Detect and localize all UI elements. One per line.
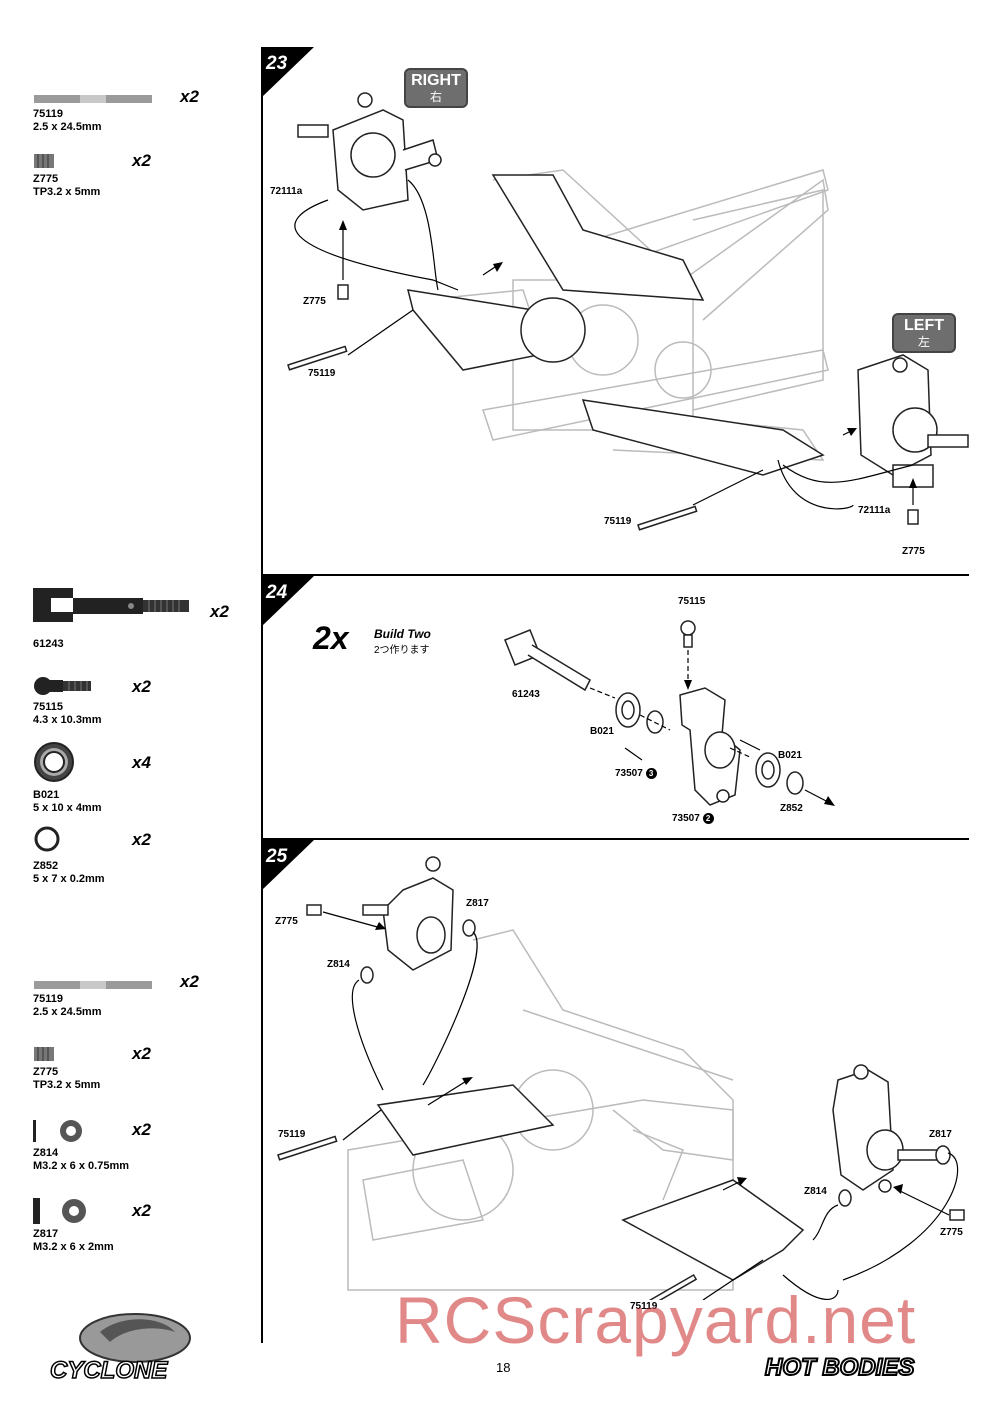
cyclone-logo-text: CYCLONE — [50, 1357, 168, 1384]
build-two-jp: 2つ作ります — [374, 645, 430, 656]
part-code: 61243 — [33, 638, 64, 650]
label-z817: Z817 — [929, 1129, 952, 1140]
page-divider-vertical — [261, 47, 263, 1343]
label-z775: Z775 — [303, 296, 326, 307]
qty-61243: x2 — [210, 602, 229, 621]
pin-icon — [34, 95, 152, 103]
label-75119: 75119 — [278, 1129, 306, 1140]
step-divider-25 — [262, 838, 969, 840]
washer-thin-icon — [33, 1118, 85, 1149]
label-75119: 75119 — [630, 1301, 658, 1312]
watermark: RCScrapyard.net — [395, 1283, 917, 1357]
qty-z817: x2 — [132, 1201, 151, 1220]
label-z817: Z817 — [466, 898, 489, 909]
grub-screw-icon — [34, 154, 54, 173]
label-73507-2: 73507 2 — [672, 813, 714, 824]
qty-75119: x2 — [180, 972, 199, 991]
label-z775: Z775 — [940, 1227, 963, 1238]
label-72111a: 72111a — [858, 505, 891, 516]
shim-icon — [33, 825, 61, 858]
label-z814: Z814 — [804, 1186, 827, 1197]
step-25-diagram — [277, 856, 965, 1300]
label-72111a: 72111a — [270, 186, 303, 197]
axle-icon — [33, 588, 191, 629]
ball-stud-icon — [33, 676, 93, 701]
bearing-icon — [33, 741, 75, 788]
label-75119: 75119 — [308, 368, 336, 379]
label-z852: Z852 — [780, 803, 803, 814]
qty-z814: x2 — [132, 1120, 151, 1139]
label-75115: 75115 — [678, 596, 706, 607]
cyclone-logo: CYCLONE — [40, 1310, 220, 1390]
step-24-number: 24 — [262, 576, 314, 626]
step-24-diagram — [504, 620, 835, 806]
label-73507-3: 73507 3 — [615, 768, 657, 779]
label-b021: B021 — [778, 750, 802, 761]
step-23-diagram — [287, 92, 969, 531]
pin-icon — [34, 977, 152, 995]
qty-z852: x2 — [132, 830, 151, 849]
build-multiplier: 2x — [313, 620, 349, 656]
qty-z775: x2 — [132, 1044, 151, 1063]
step-25-number: 25 — [262, 840, 314, 890]
label-61243: 61243 — [512, 689, 540, 700]
qty-b021: x4 — [132, 753, 151, 772]
label-z814: Z814 — [327, 959, 350, 970]
qty-75115: x2 — [132, 677, 151, 696]
label-75119: 75119 — [604, 516, 632, 527]
step-23-number: 23 — [262, 47, 314, 97]
page-number: 18 — [496, 1360, 511, 1375]
qty-75119: x2 — [180, 87, 199, 106]
hot-bodies-logo-text: HOT BODIES — [765, 1354, 914, 1381]
sidebar-part-75119 — [34, 91, 152, 109]
hot-bodies-logo: HOT BODIES — [760, 1345, 960, 1390]
step-divider-24 — [262, 574, 969, 576]
washer-thick-icon — [33, 1196, 89, 1231]
grub-screw-icon — [34, 1047, 54, 1066]
label-b021: B021 — [590, 726, 614, 737]
build-two-label: Build Two — [374, 627, 431, 641]
label-z775: Z775 — [902, 546, 925, 557]
label-z775: Z775 — [275, 916, 298, 927]
qty-z775: x2 — [132, 151, 151, 170]
